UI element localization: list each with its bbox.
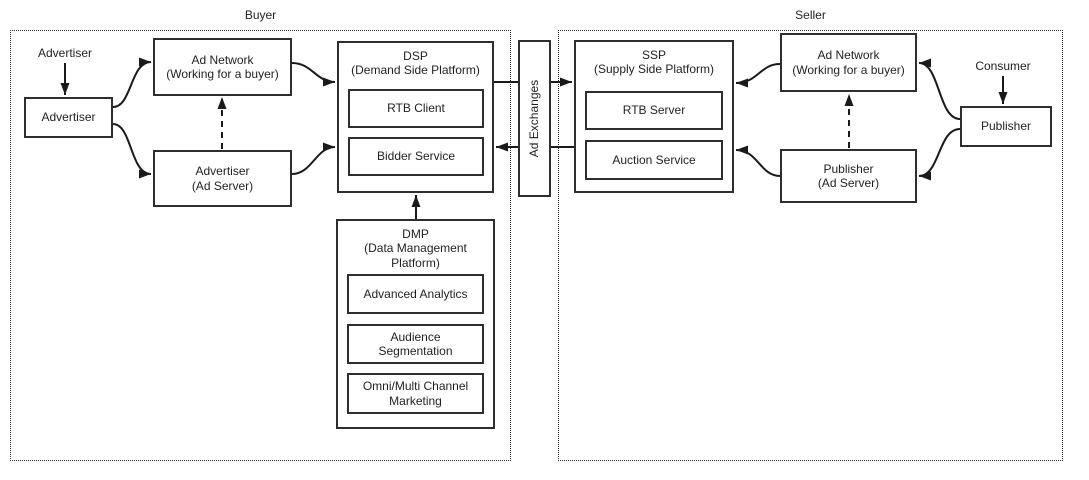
edge-publisher-to-ad-network-seller xyxy=(918,58,961,120)
node-ad-network-buyer: Ad Network (Working for a buyer) xyxy=(153,38,292,96)
node-ad-network-buyer-label: Ad Network (Working for a buyer) xyxy=(166,52,279,81)
edge-ad-network-seller-to-ssp xyxy=(735,63,781,88)
seller-group-container xyxy=(558,30,1063,461)
node-advanced-analytics-label: Advanced Analytics xyxy=(363,286,468,301)
node-audience-segmentation-label: Audience Segmentation xyxy=(378,329,453,358)
edge-ad-network-buyer-to-dsp xyxy=(291,62,336,87)
edge-advertiser-to-advertiser-ad-server xyxy=(112,123,152,179)
node-advertiser-ad-server-label: Advertiser (Ad Server) xyxy=(191,164,254,193)
node-advertiser-ad-server: Advertiser (Ad Server) xyxy=(153,150,292,207)
node-publisher-ad-server: Publisher (Ad Server) xyxy=(780,149,917,203)
node-rtb-server-label: RTB Server xyxy=(622,103,686,118)
node-rtb-client: RTB Client xyxy=(348,89,484,128)
edge-publisher-ad-server-to-ssp xyxy=(735,145,781,177)
node-rtb-server: RTB Server xyxy=(585,91,723,130)
node-rtb-client-label: RTB Client xyxy=(387,101,445,116)
consumer-actor-label: Consumer xyxy=(975,59,1031,73)
node-publisher: Publisher xyxy=(960,106,1052,147)
node-advanced-analytics: Advanced Analytics xyxy=(347,274,484,314)
node-ad-exchanges-label: Ad Exchanges xyxy=(527,79,542,158)
node-publisher-label: Publisher xyxy=(980,119,1032,134)
buyer-group-container xyxy=(10,30,511,461)
node-ad-network-seller-label: Ad Network (Working for a buyer) xyxy=(792,48,905,77)
seller-group-label: Seller xyxy=(795,8,826,22)
node-bidder-service-label: Bidder Service xyxy=(376,149,456,164)
node-advertiser: Advertiser xyxy=(24,97,113,138)
node-dmp-title: DMP (Data Management Platform) xyxy=(364,227,467,270)
advertiser-actor-label: Advertiser xyxy=(37,46,93,60)
node-audience-segmentation: Audience Segmentation xyxy=(347,324,484,364)
buyer-group-label: Buyer xyxy=(244,8,277,22)
node-omni-channel-marketing-label: Omni/Multi Channel Marketing xyxy=(362,379,469,408)
node-bidder-service: Bidder Service xyxy=(348,137,484,176)
node-omni-channel-marketing: Omni/Multi Channel Marketing xyxy=(347,373,484,414)
node-ad-exchanges: Ad Exchanges xyxy=(518,40,551,197)
node-publisher-ad-server-label: Publisher (Ad Server) xyxy=(817,161,880,190)
node-auction-service-label: Auction Service xyxy=(612,152,696,167)
node-ssp-title: SSP (Supply Side Platform) xyxy=(593,48,715,77)
edge-advertiser-to-ad-network-buyer xyxy=(112,57,152,108)
node-auction-service: Auction Service xyxy=(585,140,723,180)
edge-advertiser-ad-server-to-dsp xyxy=(291,142,336,175)
edge-publisher-to-publisher-ad-server xyxy=(918,128,961,181)
node-ad-network-seller: Ad Network (Working for a buyer) xyxy=(780,33,917,92)
node-advertiser-label: Advertiser xyxy=(41,110,96,125)
node-dsp-title: DSP (Demand Side Platform) xyxy=(351,49,480,78)
